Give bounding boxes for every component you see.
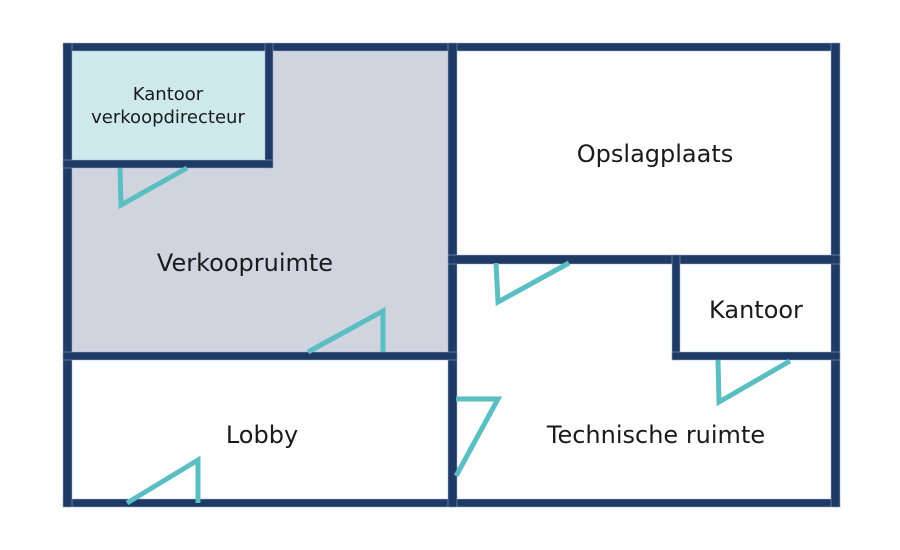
door-icon-technische-ruimte-left xyxy=(453,396,503,478)
door-icon-lobby xyxy=(125,455,201,506)
wall-vertical-center xyxy=(447,42,458,508)
door-icon-verkoopruimte xyxy=(306,306,386,355)
wall-outer-left xyxy=(62,42,73,508)
wall-kantoor-left xyxy=(671,254,681,361)
door-icon-kantoor-verkoopdirecteur xyxy=(117,165,189,210)
room-label-opslagplaats: Opslagplaats xyxy=(577,140,733,168)
room-label-kantoor-verkoopdirecteur-line1: Kantoor xyxy=(133,84,204,105)
door-icon-technische-ruimte-top xyxy=(493,260,571,307)
room-label-kantoor-verkoopdirecteur-line2: verkoopdirecteur xyxy=(91,107,245,128)
room-label-kantoor: Kantoor xyxy=(709,296,803,324)
room-label-technische-ruimte: Technische ruimte xyxy=(546,421,765,449)
room-label-lobby: Lobby xyxy=(226,421,298,449)
wall-kantoor-bottom xyxy=(671,351,841,361)
room-label-verkoopruimte: Verkoopruimte xyxy=(157,249,333,277)
wall-office-right xyxy=(264,42,274,169)
wall-outer-right xyxy=(830,42,841,508)
door-icon-kantoor xyxy=(715,358,792,407)
wall-office-bottom xyxy=(62,159,274,169)
wall-opslagplaats-bottom xyxy=(447,254,841,265)
wall-lobby-top xyxy=(62,351,458,361)
room-kantoor-verkoopdirecteur-floor xyxy=(72,51,265,160)
